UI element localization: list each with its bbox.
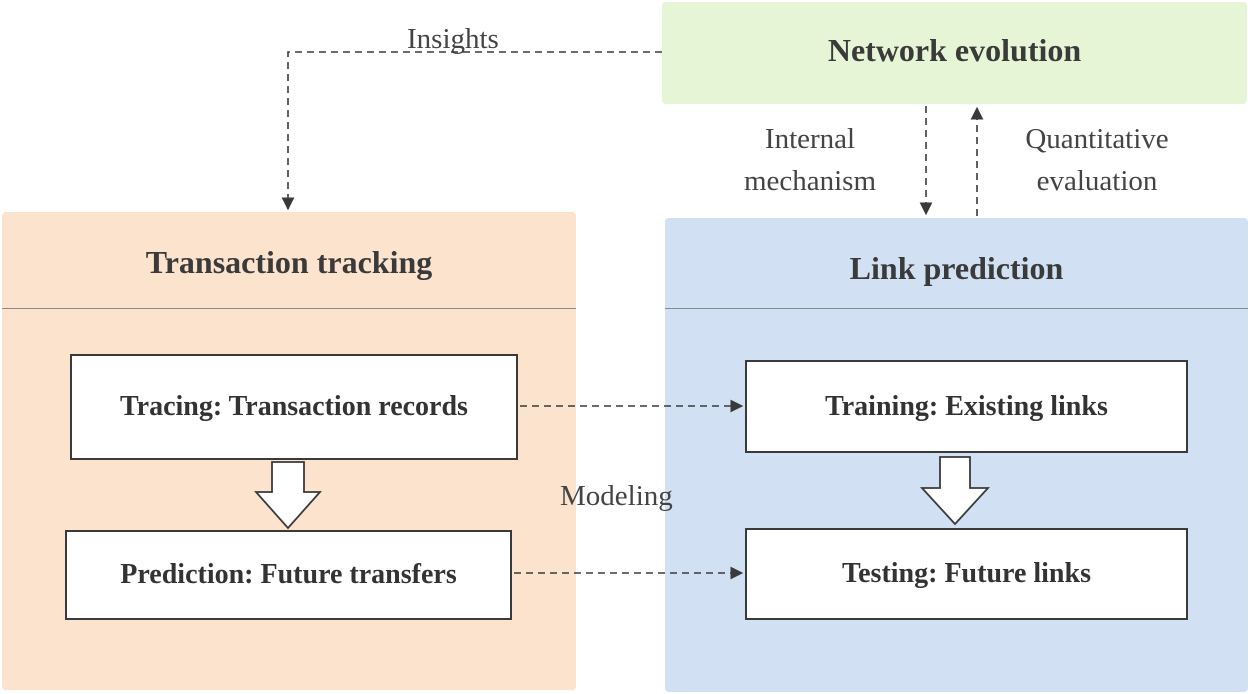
prediction-box: Prediction: Future transfers xyxy=(65,530,512,620)
transaction-tracking-divider xyxy=(2,308,576,309)
training-box: Training: Existing links xyxy=(745,360,1188,453)
internal-mechanism-line-1: Internal xyxy=(764,123,856,155)
link-prediction-divider xyxy=(665,308,1248,309)
internal-mechanism-line-2: mechanism xyxy=(743,165,877,198)
link-prediction-title: Link prediction xyxy=(849,250,1064,286)
transaction-tracking-title: Transaction tracking xyxy=(145,244,433,280)
internal-mechanism-label: Internal mechanism xyxy=(722,118,898,202)
insights-arrow xyxy=(281,51,662,211)
modeling-label: Modeling xyxy=(560,480,673,512)
quantitative-evaluation-line-2: evaluation xyxy=(1036,165,1158,198)
insights-label: Insights xyxy=(407,23,499,55)
network-evolution-panel: Network evolution xyxy=(662,2,1247,104)
tracing-box: Tracing: Transaction records xyxy=(70,354,518,460)
testing-box: Testing: Future links xyxy=(745,528,1188,620)
quantitative-evaluation-label: Quantitative evaluation xyxy=(1008,118,1186,202)
network-evolution-title: Network evolution xyxy=(827,32,1082,68)
link-prediction-panel: Link prediction xyxy=(665,218,1248,692)
quantitative-evaluation-line-1: Quantitative xyxy=(1025,123,1169,155)
